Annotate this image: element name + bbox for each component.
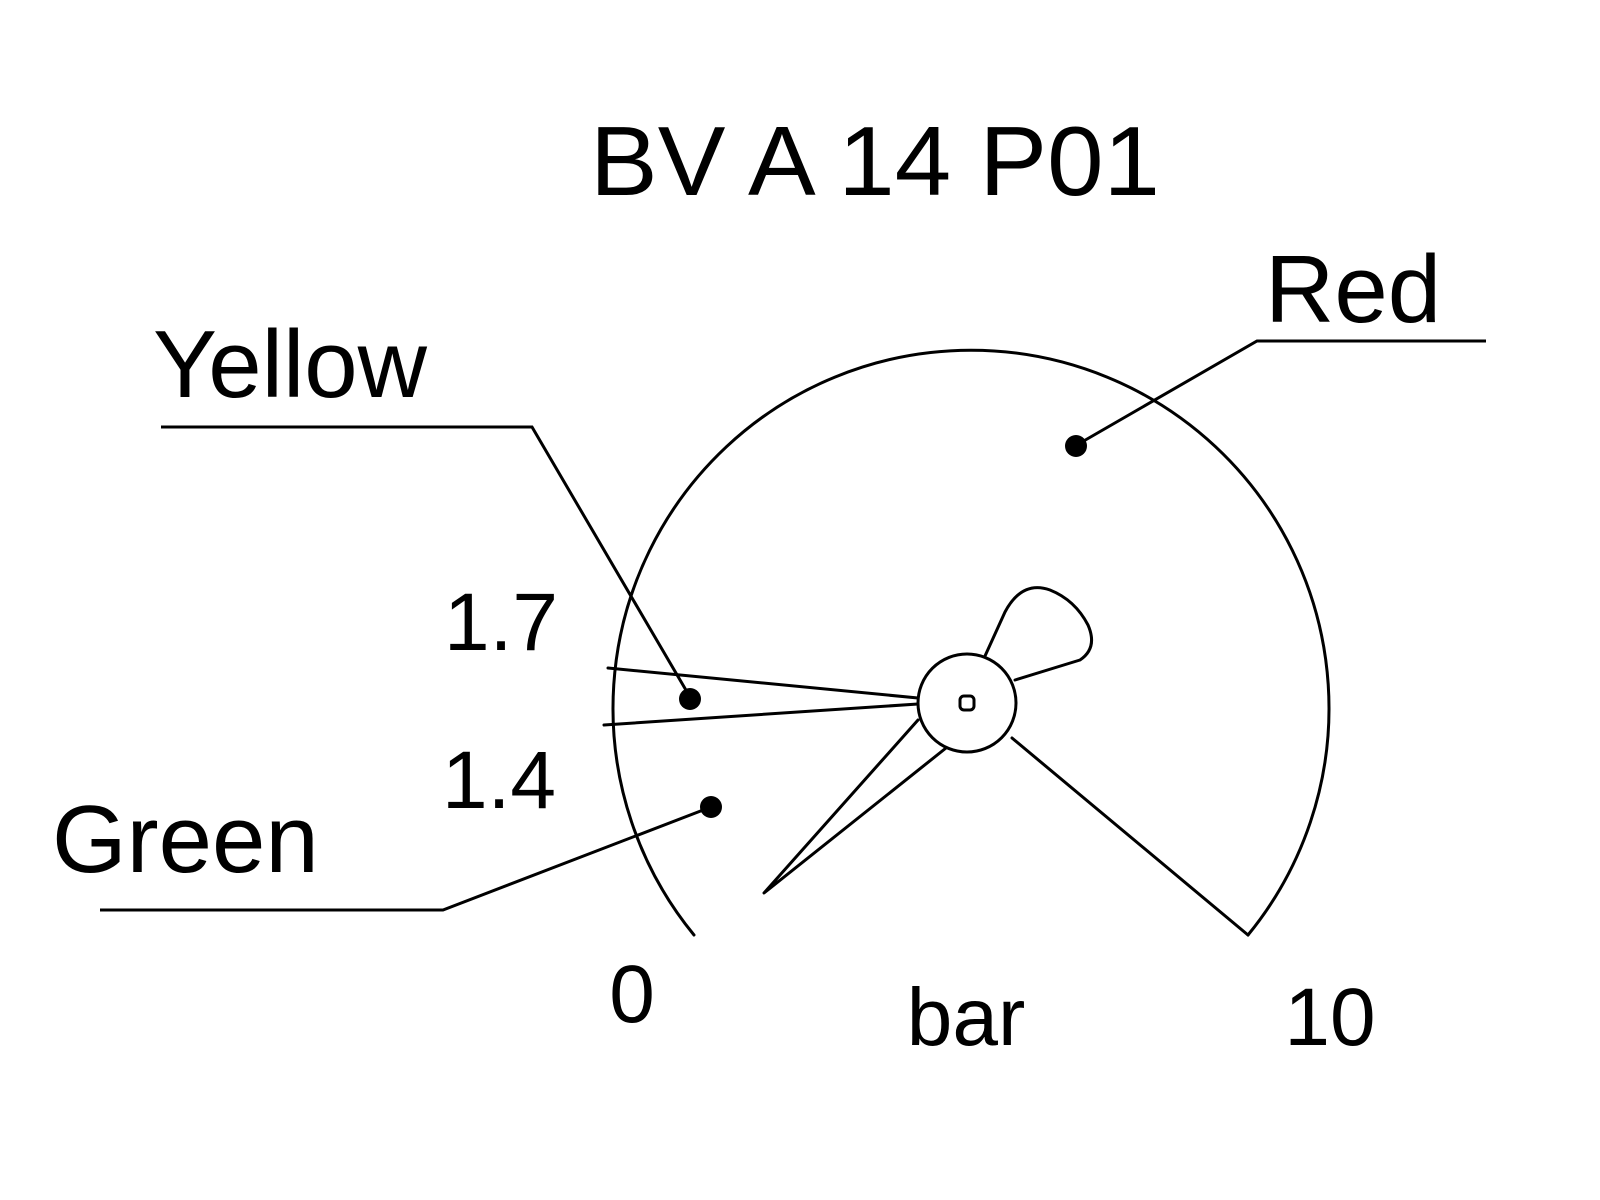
yellow-zone-marker [679, 688, 701, 710]
needle-tail [983, 586, 1094, 682]
red-zone-label: Red [1265, 236, 1441, 343]
gauge-needle [762, 718, 948, 895]
green-leader-line [100, 805, 712, 912]
tick-1-4-label: 1.4 [442, 735, 556, 826]
gauge-title: BV A 14 P01 [590, 106, 1160, 216]
yellow-zone-label: Yellow [153, 311, 428, 418]
tick-1-7-label: 1.7 [444, 577, 558, 668]
red-leader-line [1074, 339, 1486, 448]
yellow-leader-line [161, 425, 692, 698]
scale-end-line [1010, 736, 1250, 937]
red-zone-marker [1065, 435, 1087, 457]
green-zone-label: Green [52, 786, 319, 893]
zone-boundary-1-7 [606, 666, 920, 700]
scale-max-label: 10 [1284, 972, 1375, 1063]
dial-outline [611, 348, 1331, 937]
green-zone-marker [700, 796, 722, 818]
zone-boundary-1-4 [602, 702, 920, 727]
unit-label: bar [907, 972, 1026, 1063]
scale-min-label: 0 [609, 949, 655, 1040]
hub-pin [958, 694, 976, 712]
